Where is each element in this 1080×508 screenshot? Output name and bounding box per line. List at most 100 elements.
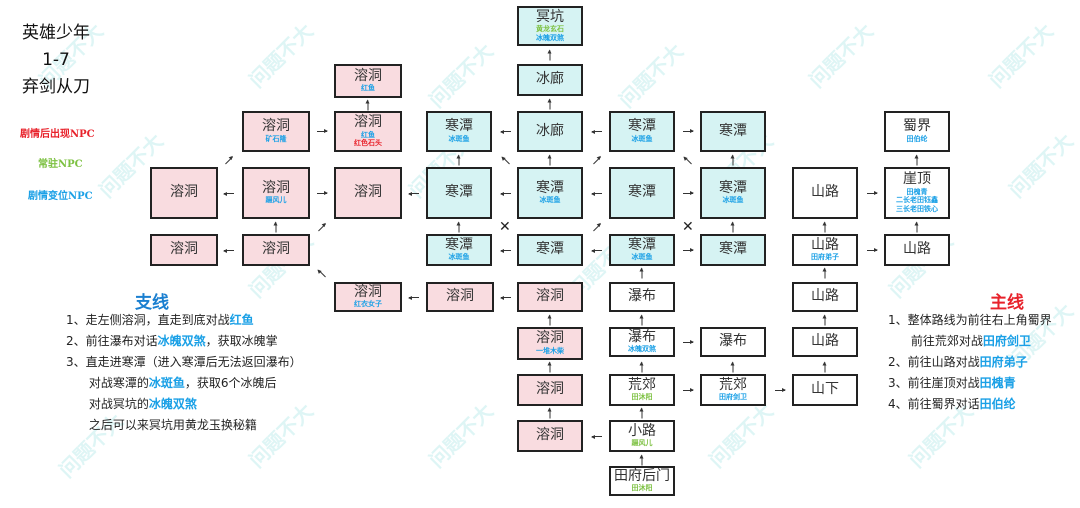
map-node: 田府后门田沐阳 xyxy=(609,466,675,496)
step-text: 之后可以来冥坑用黄龙玉换秘籍 xyxy=(66,418,257,432)
arrow-icon xyxy=(683,388,694,392)
arrow-icon xyxy=(275,222,277,233)
blocked-x-icon: ✕ xyxy=(682,219,694,235)
watermark: 问题不大 xyxy=(424,38,498,113)
node-name: 溶洞 xyxy=(354,67,382,84)
npc-label: 冰斑鱼 xyxy=(539,196,561,205)
node-name: 山下 xyxy=(811,381,839,398)
map-node: 寒潭冰斑鱼 xyxy=(426,234,492,266)
step-text: 2、前往山路对战 xyxy=(888,355,980,369)
step-text: ，获取冰魄掌 xyxy=(205,334,278,348)
node-name: 瀑布 xyxy=(628,328,656,345)
arrow-icon xyxy=(683,340,694,344)
node-name: 山路 xyxy=(811,333,839,350)
step-line: 对战冥坑的冰魄双煞 xyxy=(66,394,302,415)
step-line: 1、整体路线为前往右上角蜀界 xyxy=(888,310,1052,331)
step-line: 4、前往蜀界对话田伯纶 xyxy=(888,394,1052,415)
map-node: 寒潭 xyxy=(700,234,766,266)
step-line: 1、走左侧溶洞，直走到底对战红鱼 xyxy=(66,310,302,331)
map-node: 溶洞 xyxy=(242,234,310,266)
npc-label: 田槐青 xyxy=(906,187,928,196)
step-line: 3、前往崖顶对战田槐青 xyxy=(888,373,1052,394)
npc-label: 黄龙玄石 xyxy=(536,25,564,33)
node-name: 瀑布 xyxy=(719,333,747,350)
map-node: 溶洞 xyxy=(426,282,494,312)
highlight-target: 田府弟子 xyxy=(979,355,1028,369)
node-name: 山路 xyxy=(811,184,839,201)
npc-label: 二长老田钰鑫 xyxy=(896,196,938,205)
watermark: 问题不大 xyxy=(984,18,1058,93)
arrow-icon xyxy=(501,250,511,251)
arrow-icon xyxy=(549,362,551,373)
npc-label: 矿石隆 xyxy=(265,134,287,143)
arrow-icon xyxy=(501,193,511,194)
npc-label: 蹑风儿 xyxy=(265,196,287,205)
map-node: 山路 xyxy=(884,234,950,266)
node-name: 小路 xyxy=(628,422,656,439)
step-line: 2、前往山路对战田府弟子 xyxy=(888,352,1052,373)
arrow-icon xyxy=(641,315,643,326)
node-name: 溶洞 xyxy=(446,288,474,305)
arrow-icon xyxy=(641,455,643,466)
npc-label: 红鱼 xyxy=(361,130,375,139)
arrow-icon xyxy=(225,156,233,165)
blocked-x-icon: ✕ xyxy=(499,219,511,235)
node-name: 溶洞 xyxy=(170,184,198,201)
node-name: 冰廊 xyxy=(536,71,564,88)
arrow-icon xyxy=(549,50,551,61)
npc-label: 冰斑鱼 xyxy=(631,253,653,262)
arrow-icon xyxy=(593,156,601,165)
map-node: 冥坑黄龙玄石冰魄双煞 xyxy=(517,6,583,46)
node-name: 寒潭 xyxy=(628,236,656,253)
arrow-icon xyxy=(683,248,694,252)
npc-label: 冰斑鱼 xyxy=(448,134,470,143)
map-node: 崖顶田槐青二长老田钰鑫三长老田铁心 xyxy=(884,167,950,219)
step-line: 对战寒潭的冰斑鱼，获取6个冰魄后 xyxy=(66,373,302,394)
title-line: 1-7 xyxy=(42,50,70,70)
node-name: 山路 xyxy=(811,236,839,253)
map-node: 溶洞 xyxy=(517,420,583,452)
arrow-icon xyxy=(592,193,602,194)
node-name: 寒潭 xyxy=(628,118,656,135)
node-name: 寒潭 xyxy=(628,184,656,201)
step-line: 2、前往瀑布对话冰魄双煞，获取冰魄掌 xyxy=(66,331,302,352)
arrow-icon xyxy=(501,131,511,132)
arrow-icon xyxy=(683,129,694,133)
node-name: 溶洞 xyxy=(354,184,382,201)
node-name: 溶洞 xyxy=(170,241,198,258)
arrow-icon xyxy=(409,297,419,298)
npc-label: 冰魄双煞 xyxy=(628,345,656,354)
node-name: 寒潭 xyxy=(719,122,747,139)
arrow-icon xyxy=(409,193,419,194)
node-name: 溶洞 xyxy=(262,241,290,258)
node-name: 山路 xyxy=(811,288,839,305)
map-node: 溶洞红鱼 xyxy=(334,64,402,98)
map-node: 寒潭冰斑鱼 xyxy=(700,167,766,219)
arrow-icon xyxy=(684,156,692,165)
arrow-icon xyxy=(592,250,602,251)
node-name: 冥坑 xyxy=(536,8,564,25)
map-node: 寒潭冰斑鱼 xyxy=(426,111,492,152)
highlight-target: 红鱼 xyxy=(229,313,254,327)
arrow-icon xyxy=(916,222,918,233)
node-name: 寒潭 xyxy=(719,179,747,196)
arrow-icon xyxy=(318,223,326,232)
node-name: 溶洞 xyxy=(354,283,382,300)
node-name: 蜀界 xyxy=(903,118,931,135)
node-name: 寒潭 xyxy=(719,241,747,258)
node-name: 寒潭 xyxy=(445,236,473,253)
arrow-icon xyxy=(501,297,511,298)
map-node: 冰廊 xyxy=(517,64,583,96)
watermark: 问题不大 xyxy=(424,398,498,473)
arrow-icon xyxy=(593,223,601,232)
arrow-icon xyxy=(824,222,826,233)
map-node: 溶洞一堆木柴 xyxy=(517,327,583,360)
map-node: 山下 xyxy=(792,374,858,406)
highlight-target: 田府剑卫 xyxy=(982,334,1031,348)
arrow-icon xyxy=(458,155,460,166)
arrow-icon xyxy=(592,131,602,132)
arrow-icon xyxy=(732,155,734,166)
legend-moved-npc: 剧情变位NPC xyxy=(28,191,93,202)
arrow-icon xyxy=(641,268,643,279)
